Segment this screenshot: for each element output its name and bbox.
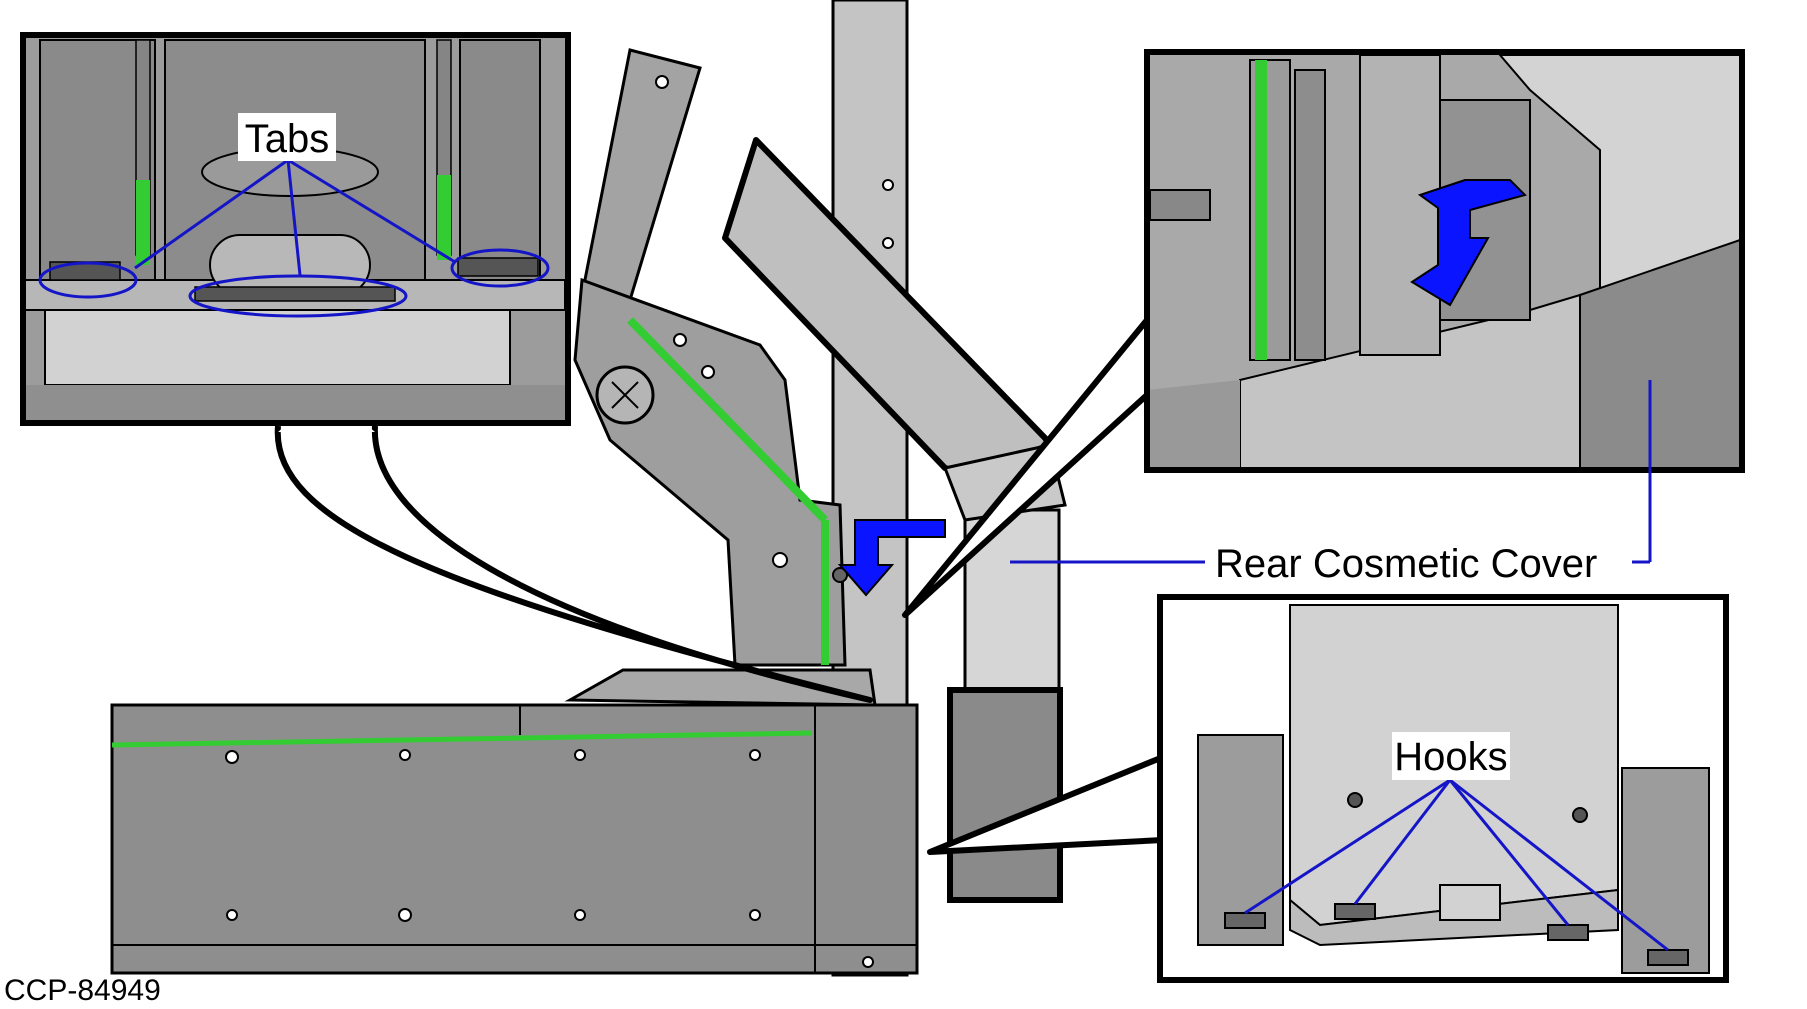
rear-cover-lower xyxy=(947,687,1063,903)
label-rear-cosmetic-cover: Rear Cosmetic Cover xyxy=(1215,542,1597,586)
tail-tabs-inner xyxy=(278,426,375,432)
hook xyxy=(1547,924,1589,941)
inset-hooks-frame xyxy=(1157,594,1729,983)
inset-hooks: Hooks xyxy=(1157,594,1729,983)
main-assembly xyxy=(110,0,1067,977)
figure-code: CCP-84949 xyxy=(4,974,161,1007)
inset-rear-cover-frame xyxy=(1144,49,1745,473)
rear-cover-callout: Rear Cosmetic Cover xyxy=(1010,380,1652,586)
green-stripe xyxy=(627,317,828,523)
base-unit xyxy=(110,703,919,975)
insert-arrow xyxy=(837,519,946,597)
base-green-stripe xyxy=(111,730,813,748)
inset-tabs-frame xyxy=(20,32,571,426)
tail-tabs xyxy=(274,425,873,703)
label-hooks: Hooks xyxy=(1394,735,1507,779)
pole-screw xyxy=(882,179,894,191)
inset-tabs: Tabs xyxy=(20,32,571,426)
label-tabs: Tabs xyxy=(245,117,330,161)
bracket-body xyxy=(573,277,847,667)
tab-highlight-left xyxy=(38,261,138,299)
inset-rear-cover-detail xyxy=(1144,49,1745,473)
tab-highlight-center xyxy=(188,274,408,318)
tilted-bracket-top xyxy=(580,48,702,302)
base-top-cap xyxy=(564,668,877,707)
pole-screw xyxy=(882,237,894,249)
slide-arrow xyxy=(1410,179,1527,307)
tab-highlight-right xyxy=(450,248,550,288)
bracket-screw xyxy=(655,75,669,89)
hook xyxy=(1334,903,1376,920)
hook xyxy=(1224,912,1266,929)
hook xyxy=(1647,949,1689,966)
